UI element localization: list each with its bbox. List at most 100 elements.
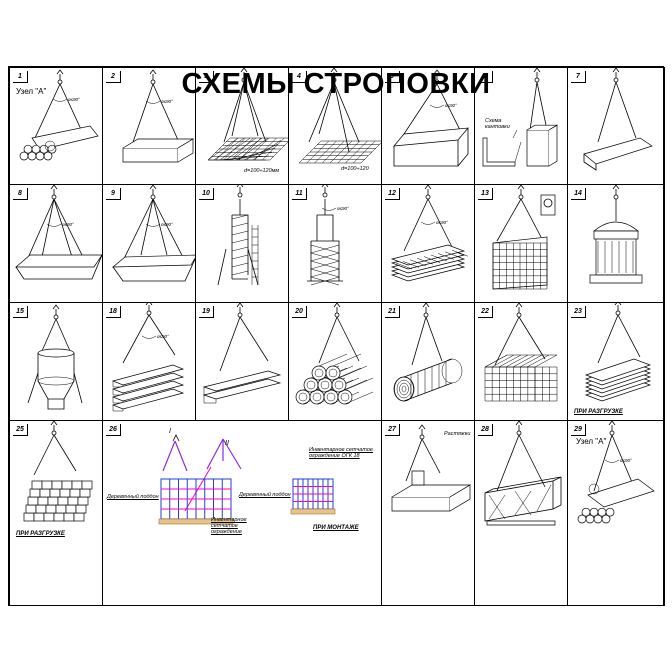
scheme-number: 18 — [106, 306, 121, 318]
label-pri-razgruzke-23: ПРИ РАЗГРУЗКЕ — [574, 409, 623, 415]
scheme-number: 22 — [478, 306, 493, 318]
scheme-drawing — [217, 185, 259, 286]
label-derevyanny-poddon-1: Деревянный поддон — [107, 494, 159, 500]
label-inventarnoe-2: Инвентарное сетчатое ограждение ОГК 18 — [309, 447, 373, 459]
scheme-number: 8 — [13, 188, 28, 200]
scheme-drawing — [482, 68, 559, 167]
svg-text:α≤90°: α≤90° — [445, 103, 457, 108]
scheme-number: 7 — [571, 71, 586, 83]
scheme-drawing: α≤90° — [15, 185, 102, 280]
svg-text:α≤90°: α≤90° — [436, 220, 448, 225]
scheme-number: 23 — [571, 306, 586, 318]
scheme-drawing — [27, 304, 83, 410]
svg-text:α≤90°: α≤90° — [337, 206, 349, 211]
scheme-drawing: α≤90° — [390, 185, 469, 282]
scheme-drawing — [393, 303, 463, 402]
scheme-number: 12 — [385, 188, 400, 200]
scheme-number: 13 — [478, 188, 493, 200]
scheme-cell-11: α≤90° 11 — [288, 184, 382, 303]
scheme-number: 21 — [385, 306, 400, 318]
scheme-cell-28: 28 — [474, 420, 568, 606]
scheme-cell-12: α≤90° 12 — [381, 184, 475, 303]
scheme-drawing — [202, 303, 282, 404]
scheme-drawing — [391, 424, 472, 512]
scheme-number: 28 — [478, 424, 493, 436]
scheme-number: 14 — [571, 188, 586, 200]
scheme-cell-20: 20 — [288, 302, 382, 421]
scheme-number: 29 — [571, 424, 586, 436]
label-uzel-a: Узел "А" — [16, 87, 47, 96]
scheme-number: 10 — [199, 188, 214, 200]
scheme-number: 27 — [385, 424, 400, 436]
scheme-number: 1 — [13, 71, 28, 83]
scheme-drawing — [158, 434, 336, 525]
svg-text:α≤90°: α≤90° — [161, 99, 173, 104]
scheme-cell-5: α≤90°5 — [381, 67, 475, 185]
scheme-drawing: α≤90° — [112, 185, 195, 282]
scheme-number: 6 — [478, 71, 493, 83]
scheme-drawing — [484, 421, 562, 526]
scheme-drawing — [583, 68, 653, 171]
label-uzel-a-29: Узел "А" — [576, 437, 607, 446]
scheme-drawing: α≤90° — [122, 69, 195, 163]
scheme-cell-10: 10 — [195, 184, 289, 303]
scheme-cell-18: α≤90° 18 — [102, 302, 196, 421]
scheme-drawing: α≤90° — [307, 185, 349, 286]
scheme-cell-2: α≤90° 2 — [102, 67, 196, 185]
scheme-cell-15: 15 — [9, 302, 103, 421]
label-delta-3: d=100÷120мм — [244, 168, 280, 174]
svg-text:α≤90°: α≤90° — [68, 97, 80, 102]
scheme-number: 19 — [199, 306, 214, 318]
scheme-cell-22: 22 — [474, 302, 568, 421]
scheme-number: 2 — [106, 71, 121, 83]
scheme-drawing: α≤90° — [577, 421, 655, 524]
label-skhema-kontovki: Схема кантовки — [485, 118, 510, 130]
svg-text:α≤90°: α≤90° — [620, 458, 632, 463]
scheme-drawing: α≤90° — [111, 303, 185, 412]
scheme-cell-7: 7 — [567, 67, 665, 185]
scheme-cell-21: 21 — [381, 302, 475, 421]
scheme-number: 3 — [199, 71, 214, 83]
scheme-drawing — [492, 185, 556, 290]
scheme-number: 15 — [13, 306, 28, 318]
scheme-cell-9: α≤90° 9 — [102, 184, 196, 303]
page-title: СХЕМЫ СТРОПОВКИ — [181, 68, 491, 100]
scheme-drawing — [298, 68, 381, 164]
svg-text:α≤90°: α≤90° — [161, 222, 173, 227]
label-roman-2: II — [225, 440, 229, 447]
label-rastyazhki: Растяжки — [444, 431, 471, 437]
label-roman-1: I — [169, 428, 171, 435]
scheme-number: 11 — [292, 188, 307, 200]
scheme-cell-19: 19 — [195, 302, 289, 421]
label-derevyanny-poddon-2: Деревянный поддон — [239, 492, 291, 498]
label-pri-montazhe: ПРИ МОНТАЖЕ — [313, 525, 359, 531]
svg-text:α≤90°: α≤90° — [62, 222, 74, 227]
scheme-number: 26 — [106, 424, 121, 436]
scheme-cell-3: 3 d=100÷120мм — [195, 67, 289, 185]
scheme-number: 4 — [292, 71, 307, 83]
svg-text:α≤90°: α≤90° — [157, 334, 169, 339]
scheme-cell-13: 13 — [474, 184, 568, 303]
scheme-cell-14: 14 — [567, 184, 665, 303]
scheme-drawing — [589, 185, 643, 284]
scheme-drawing: α≤90° — [393, 69, 469, 167]
scheme-number: 20 — [292, 306, 307, 318]
scheme-number: 9 — [106, 188, 121, 200]
label-inventarnoe-1: Инвентарное сетчатое ограждение — [211, 517, 247, 535]
scheme-drawing — [295, 303, 374, 405]
scheme-drawing — [584, 303, 652, 402]
scheme-cell-8: α≤90° 8 — [9, 184, 103, 303]
scheme-number: 25 — [13, 424, 28, 436]
scheme-drawing — [207, 68, 288, 161]
label-pri-razgruzke-25: ПРИ РАЗГРУЗКЕ — [16, 531, 65, 537]
scheme-drawing: α≤90° — [19, 69, 99, 161]
